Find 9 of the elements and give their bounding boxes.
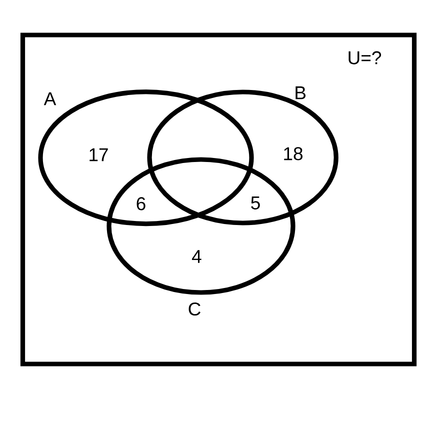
region-count: 6 xyxy=(136,197,146,210)
region-count: 17 xyxy=(90,148,108,162)
region-count: 5 xyxy=(251,196,260,210)
set-label: C xyxy=(188,302,200,316)
universe-label: U=? xyxy=(348,51,382,64)
region-count: 18 xyxy=(284,147,302,160)
set-label: B xyxy=(296,86,306,100)
region-count: 4 xyxy=(192,250,202,263)
set-label: A xyxy=(44,92,56,106)
